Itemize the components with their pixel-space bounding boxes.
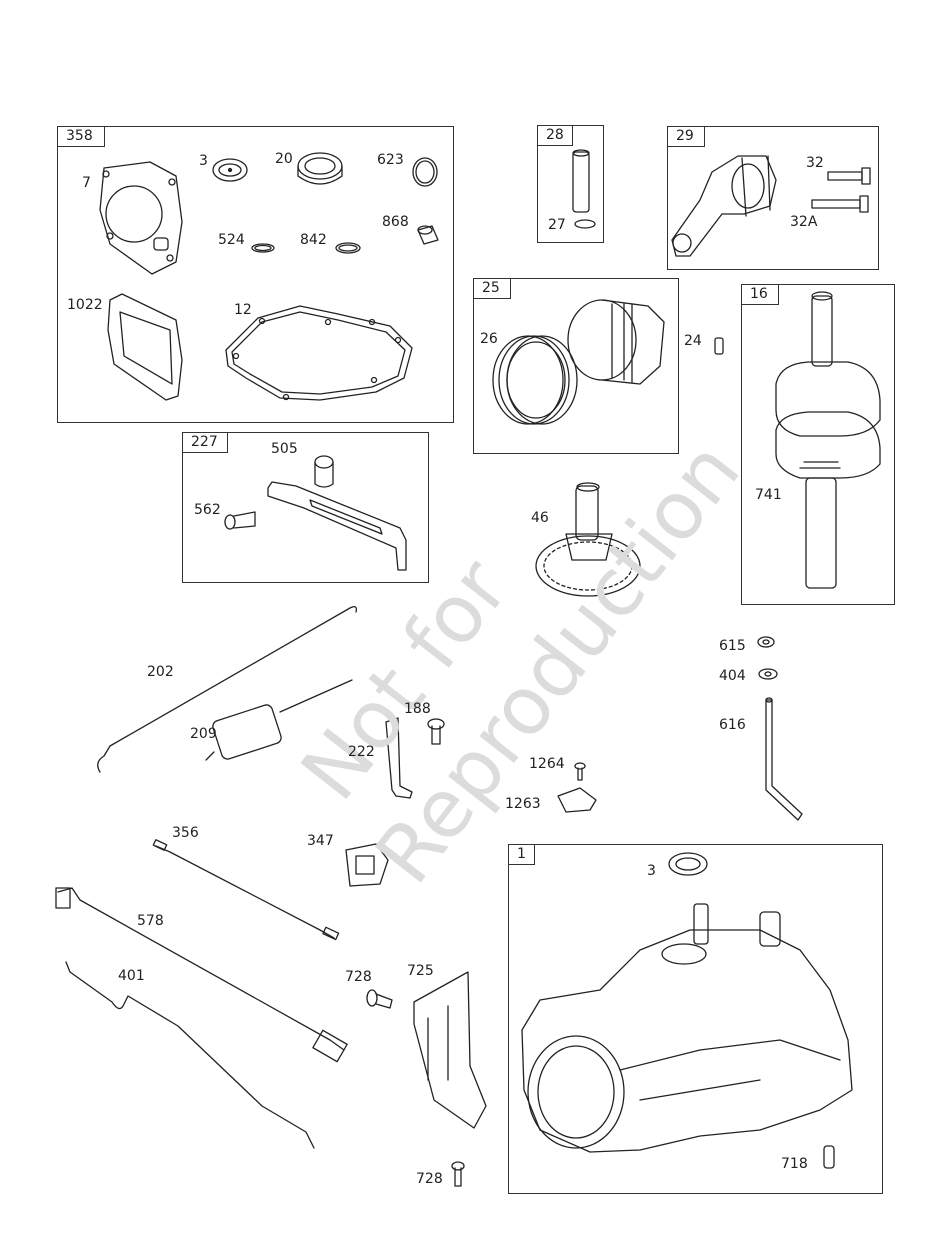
cover-1263	[558, 788, 596, 812]
callout-356: 356	[172, 825, 199, 841]
callout-401: 401	[118, 968, 145, 984]
governor-link-202	[98, 607, 357, 772]
group-box-29: 29	[667, 126, 879, 270]
callout-562: 562	[194, 502, 221, 518]
choke-link-401	[66, 962, 314, 1148]
nut-615	[758, 637, 774, 647]
callout-1263: 1263	[505, 796, 541, 812]
callout-12: 12	[234, 302, 252, 318]
group-tag-358: 358	[58, 127, 105, 147]
switch-347	[346, 844, 388, 886]
callout-27: 27	[548, 217, 566, 233]
callout-7: 7	[82, 175, 91, 191]
callout-623: 623	[377, 152, 404, 168]
callout-1022: 1022	[67, 297, 103, 313]
callout-209: 209	[190, 726, 217, 742]
callout-32: 32	[806, 155, 824, 171]
group-tag-28: 28	[538, 126, 573, 146]
callout-728-lower: 728	[416, 1171, 443, 1187]
air-guide-725	[414, 972, 486, 1128]
callout-725: 725	[407, 963, 434, 979]
callout-728-upper: 728	[345, 969, 372, 985]
callout-868: 868	[382, 214, 409, 230]
washer-404	[759, 669, 777, 679]
callout-46: 46	[531, 510, 549, 526]
wire-356	[153, 840, 338, 940]
callout-188: 188	[404, 701, 431, 717]
callout-578: 578	[137, 913, 164, 929]
group-box-25: 25	[473, 278, 679, 454]
group-box-16: 16	[741, 284, 895, 605]
callout-616: 616	[719, 717, 746, 733]
camshaft-46	[536, 483, 640, 596]
callout-718: 718	[781, 1156, 808, 1172]
callout-505: 505	[271, 441, 298, 457]
group-tag-16: 16	[742, 285, 779, 305]
callout-202: 202	[147, 664, 174, 680]
group-box-358: 358	[57, 126, 454, 423]
screw-728a	[367, 990, 392, 1008]
callout-842: 842	[300, 232, 327, 248]
ground-wire-578	[56, 888, 347, 1062]
dowel-pin-24	[715, 338, 723, 354]
callout-26: 26	[480, 331, 498, 347]
group-tag-25: 25	[474, 279, 511, 299]
bracket-222	[386, 718, 412, 798]
screw-728b	[452, 1162, 464, 1186]
callout-404: 404	[719, 668, 746, 684]
callout-3-crankcase-seal: 3	[647, 863, 656, 879]
governor-spring-209	[206, 680, 352, 761]
screw-1264	[575, 763, 585, 780]
callout-1264: 1264	[529, 756, 565, 772]
callout-741: 741	[755, 487, 782, 503]
group-tag-227: 227	[183, 433, 228, 453]
screw-188	[428, 719, 444, 744]
callout-222: 222	[348, 744, 375, 760]
callout-20: 20	[275, 151, 293, 167]
group-tag-1: 1	[509, 845, 535, 865]
callout-3-seal: 3	[199, 153, 208, 169]
callout-615: 615	[719, 638, 746, 654]
dipstick-616	[766, 698, 802, 820]
group-tag-29: 29	[668, 127, 705, 147]
group-box-1: 1	[508, 844, 883, 1194]
callout-24: 24	[684, 333, 702, 349]
callout-347: 347	[307, 833, 334, 849]
callout-32a: 32A	[790, 214, 817, 230]
callout-524: 524	[218, 232, 245, 248]
